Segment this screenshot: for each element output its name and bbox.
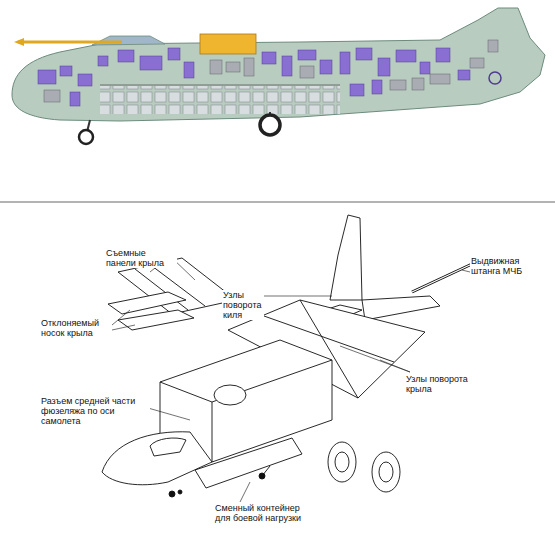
part-label: Разъем средней части фюзеляжа по оси сам… (40, 396, 150, 426)
part-label: Выдвижная штанга МЧБ (470, 256, 540, 276)
part-label: Узлы поворота киля (222, 290, 264, 320)
part-label: Съемные панели крыла (105, 248, 177, 268)
part-label: Отклоняемый носок крыла (40, 318, 112, 338)
part-label: Сменный контейнер для боевой нагрузки (214, 503, 316, 523)
part-label: Узлы поворота крыла (405, 374, 487, 394)
